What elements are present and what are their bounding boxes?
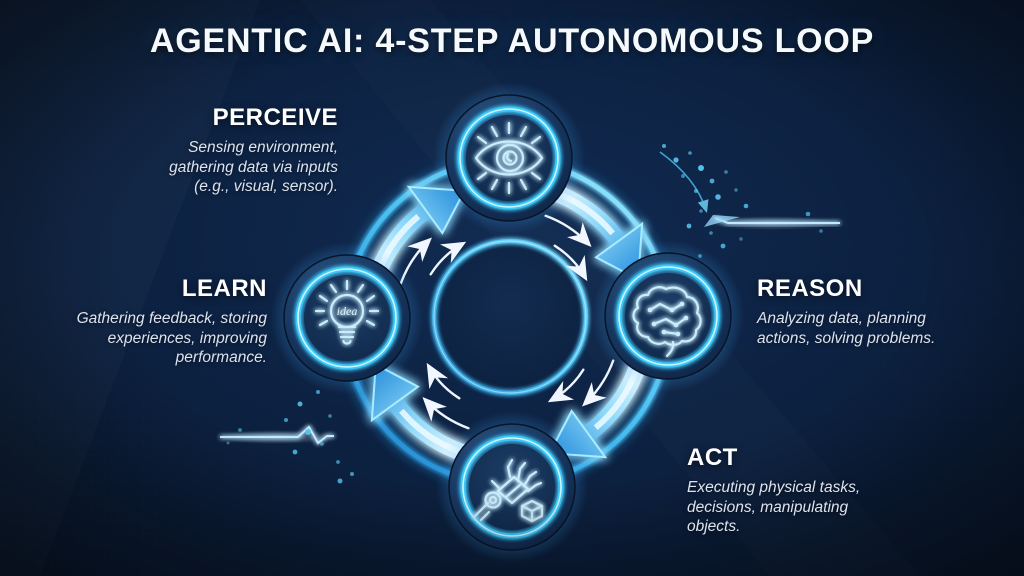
perceive-label: PERCEIVE xyxy=(212,104,338,131)
center-circle xyxy=(432,239,588,395)
step-block-act: ACT Executing physical tasks, decisions,… xyxy=(687,444,927,537)
page-title: AGENTIC AI: 4-STEP AUTONOMOUS LOOP xyxy=(149,22,875,60)
learn-label: LEARN xyxy=(181,275,267,302)
node-learn: idea xyxy=(271,242,423,394)
reason-description: Analyzing data, planning actions, solvin… xyxy=(757,310,936,347)
act-description: Executing physical tasks, decisions, man… xyxy=(687,479,861,536)
perceive-description: Sensing environment, gathering data via … xyxy=(169,139,338,196)
reason-label: REASON xyxy=(757,275,863,302)
idea-text: idea xyxy=(337,304,358,318)
step-block-reason: REASON Analyzing data, planning actions,… xyxy=(757,275,997,348)
step-block-perceive: PERCEIVE Sensing environment, gathering … xyxy=(98,104,338,197)
act-label: ACT xyxy=(687,444,738,471)
step-block-learn: LEARN Gathering feedback, storing experi… xyxy=(27,275,267,368)
node-act xyxy=(436,411,588,563)
node-perceive xyxy=(433,82,585,234)
node-reason xyxy=(592,240,744,392)
learn-description: Gathering feedback, storing experiences,… xyxy=(76,310,267,367)
